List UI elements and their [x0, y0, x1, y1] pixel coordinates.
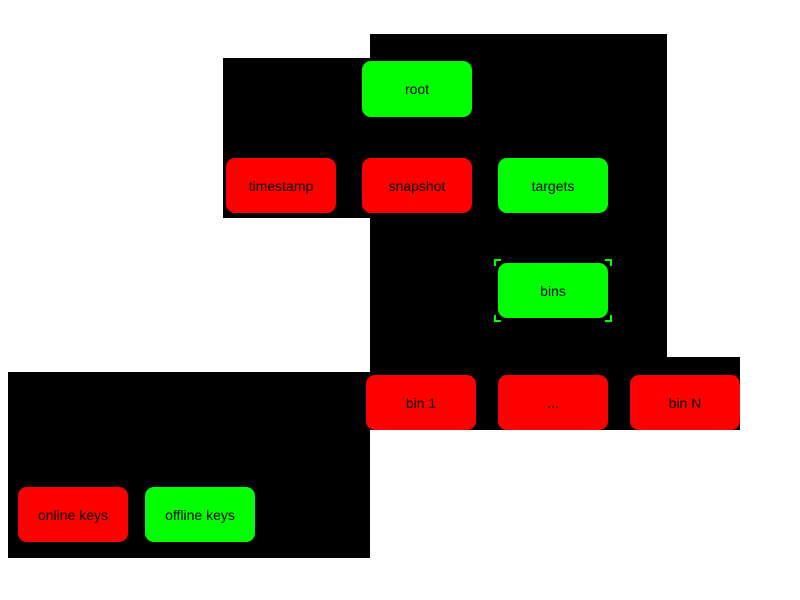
node-targets-label: targets: [531, 177, 575, 194]
node-snapshot-label: snapshot: [388, 177, 446, 194]
selection-handle-tr-icon[interactable]: [605, 259, 612, 266]
node-online-keys-label: online keys: [37, 506, 109, 523]
selection-handle-br-icon[interactable]: [605, 315, 612, 322]
node-bin-ellipsis-label: ...: [547, 394, 559, 411]
selection-handle-bl-icon[interactable]: [494, 315, 501, 322]
node-root-label: root: [404, 81, 430, 97]
node-offline-keys[interactable]: offline keys: [145, 487, 255, 542]
node-bin-1[interactable]: bin 1: [366, 375, 476, 430]
node-targets[interactable]: targets: [498, 158, 608, 213]
node-offline-keys-label: offline keys: [165, 506, 235, 523]
node-bin-n[interactable]: bin N: [630, 375, 740, 430]
node-bins-label: bins: [540, 282, 566, 299]
node-timestamp-label: timestamp: [248, 177, 314, 194]
node-bins[interactable]: bins: [494, 259, 612, 322]
node-timestamp[interactable]: timestamp: [226, 158, 336, 213]
node-bin-ellipsis[interactable]: ...: [498, 375, 608, 430]
node-bin-n-label: bin N: [668, 394, 702, 411]
node-bin-1-label: bin 1: [405, 394, 437, 411]
node-snapshot[interactable]: snapshot: [362, 158, 472, 213]
selection-handle-tl-icon[interactable]: [494, 259, 501, 266]
node-root[interactable]: root: [362, 61, 472, 117]
node-online-keys[interactable]: online keys: [18, 487, 128, 542]
